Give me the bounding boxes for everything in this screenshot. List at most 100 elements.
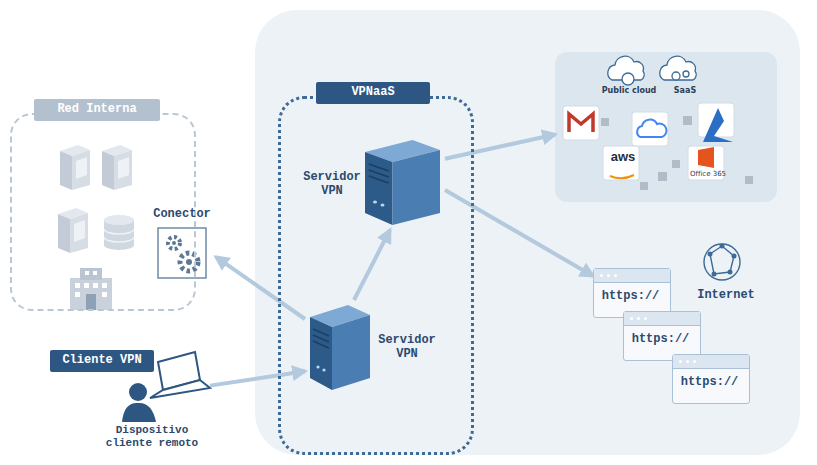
illustration-part	[601, 116, 753, 190]
illustration-part	[85, 271, 89, 275]
window-dot	[679, 360, 682, 363]
url-text: https://	[597, 290, 665, 304]
region-title: VPNaaS	[316, 82, 430, 104]
illustration-part	[672, 72, 680, 80]
cloud-icons	[608, 56, 696, 85]
illustration-part	[58, 208, 88, 253]
illustration-part	[660, 56, 696, 80]
flow-arrow	[210, 371, 305, 385]
service-region	[255, 10, 800, 455]
vpn-server-icon	[365, 140, 440, 225]
vpn-server: Servidor VPN	[300, 135, 445, 230]
illustration-part	[93, 283, 98, 288]
vpn-client: Cliente VPN Dispositivo cliente remoto	[48, 350, 210, 458]
illustration-part	[75, 283, 80, 288]
flow-arrow	[445, 190, 593, 276]
illustration-part	[610, 175, 634, 178]
illustration-part	[168, 237, 180, 249]
region-title: Red Interna	[34, 99, 160, 121]
connector-box: Conector	[150, 208, 216, 280]
window-dot	[614, 274, 617, 277]
illustration-part	[683, 71, 689, 77]
illustration-part	[622, 73, 634, 85]
illustration-part	[728, 270, 733, 275]
server-label: Servidor VPN	[373, 334, 441, 362]
illustration-part	[632, 112, 668, 146]
illustration-part	[720, 244, 725, 249]
illustration-part	[122, 403, 156, 422]
illustration-part	[75, 271, 107, 297]
window-dot	[607, 274, 610, 277]
illustration-part	[86, 294, 96, 310]
illustration-part	[683, 116, 692, 125]
illustration-part	[102, 292, 107, 297]
illustration-part	[732, 254, 737, 259]
url-text: https://	[627, 333, 695, 347]
illustration-part	[708, 244, 737, 277]
logo-text: Office 365	[683, 170, 733, 178]
illustration-part	[102, 283, 107, 288]
illustration-part	[672, 160, 680, 168]
illustration-part	[637, 120, 666, 137]
illustration-part	[703, 108, 733, 142]
illustration-part	[75, 292, 80, 297]
window-dot	[686, 360, 689, 363]
window-dot	[630, 317, 633, 320]
illustration-part	[704, 244, 740, 280]
illustration-part	[158, 228, 206, 278]
internal-servers	[58, 145, 134, 253]
vpnaas-region: VPNaaSServidor VPNServidor VPN	[278, 96, 474, 455]
illustration-part	[186, 259, 192, 265]
flow-arrow	[445, 135, 555, 159]
window-dot	[600, 274, 603, 277]
illustration-part	[172, 241, 176, 245]
illustration-part	[104, 215, 134, 250]
window-dot	[644, 317, 647, 320]
illustration-part	[708, 252, 713, 257]
illustration-part	[102, 145, 132, 190]
illustration-part	[60, 145, 90, 190]
illustration-part	[569, 114, 593, 132]
vpn-server: Servidor VPN	[305, 300, 445, 395]
flow-arrow	[216, 257, 305, 319]
logo-text: aws	[605, 150, 641, 165]
cloud-label: Public cloud	[597, 86, 661, 95]
internet-globe	[704, 244, 740, 281]
client-caption: Dispositivo cliente remoto	[96, 424, 208, 449]
illustration-part	[710, 246, 734, 274]
connector-label: Conector	[150, 208, 214, 222]
url-text: https://	[676, 376, 744, 390]
window-bar	[624, 312, 700, 326]
illustration-part	[698, 147, 714, 168]
illustration-part	[658, 172, 667, 181]
illustration-part	[84, 283, 89, 288]
web-window: https://	[672, 354, 750, 404]
illustration-part	[712, 272, 717, 277]
illustration-part	[80, 268, 102, 280]
illustration-part	[563, 106, 599, 140]
illustration-part	[150, 380, 210, 398]
window-dot	[637, 317, 640, 320]
illustration-part	[93, 271, 97, 275]
saas-logos	[563, 103, 753, 190]
connector-icon	[158, 228, 206, 278]
illustration-part	[104, 215, 134, 225]
illustration-part	[70, 278, 112, 310]
illustration-part	[745, 176, 753, 184]
building-icon	[70, 268, 112, 310]
server-label: Servidor VPN	[300, 171, 364, 199]
illustration-part	[640, 182, 648, 190]
window-bar	[594, 269, 670, 283]
saas-label: SaaS	[665, 86, 705, 95]
client-title: Cliente VPN	[50, 350, 154, 372]
cloud-panel: Public cloud SaaS awsOffice 365	[555, 52, 777, 202]
vpn-server-icon	[310, 305, 370, 390]
illustration-part	[104, 229, 134, 242]
flow-arrow	[354, 230, 390, 300]
illustration-part	[601, 118, 609, 126]
illustration-part	[129, 383, 147, 401]
illustration-part	[104, 220, 134, 250]
window-dot	[693, 360, 696, 363]
internet-label: Internet	[694, 289, 758, 303]
